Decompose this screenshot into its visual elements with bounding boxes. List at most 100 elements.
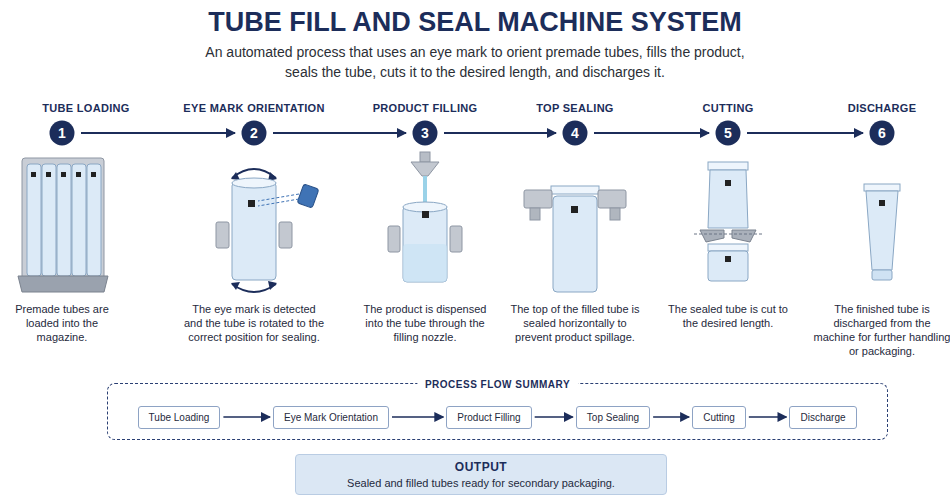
flow-arrow xyxy=(747,132,863,134)
sealing-station-part xyxy=(598,190,626,208)
sealing-station-part xyxy=(551,186,599,194)
step-description: The eye mark is detected and the tube is… xyxy=(183,302,325,344)
circle-fill xyxy=(413,121,438,146)
step-heading: CUTTING xyxy=(648,101,808,115)
filling-station-part xyxy=(403,244,447,282)
sealing-station-part xyxy=(571,206,578,213)
step-description: The top of the filled tube is sealed hor… xyxy=(510,302,640,344)
step-description: The finished tube is discharged from the… xyxy=(812,302,950,358)
step-number: 4 xyxy=(571,125,579,141)
step-description: The product is dispensed into the tube t… xyxy=(363,302,487,344)
sealing-station-part xyxy=(553,196,597,292)
flow-arrow xyxy=(749,416,787,418)
orientation-station-part xyxy=(231,282,240,290)
finished-tube-part xyxy=(866,191,898,270)
filling-station xyxy=(388,152,462,282)
step-description: Premade tubes are loaded into the magazi… xyxy=(6,302,118,344)
tube-magazine-part xyxy=(72,164,86,276)
orientation-station-part xyxy=(231,172,240,180)
output-text: Sealed and filled tubes ready for second… xyxy=(306,477,656,489)
tube-magazine-part xyxy=(87,164,101,276)
step-number: 2 xyxy=(250,125,258,141)
sealing-station xyxy=(524,186,626,292)
orientation-station xyxy=(216,169,319,292)
summary-step-box: Top Sealing xyxy=(576,406,650,429)
step-heading: TUBE LOADING xyxy=(6,101,166,115)
filling-station-part xyxy=(422,211,429,218)
cutting-station-part xyxy=(725,180,731,186)
circle-fill xyxy=(50,121,75,146)
step-name: Tube Loading xyxy=(149,412,210,423)
flow-arrow xyxy=(653,416,689,418)
cutting-station-part xyxy=(732,230,756,242)
filling-station-part xyxy=(411,162,439,176)
filling-station-part xyxy=(403,206,447,282)
sealing-station-part xyxy=(524,190,552,208)
cutting-station-part xyxy=(708,162,748,170)
finished-tube xyxy=(864,184,900,280)
summary-step-box: Tube Loading xyxy=(138,406,221,429)
step-number-circle: 2 xyxy=(241,120,267,146)
sealing-station-part xyxy=(530,208,540,220)
cutting-station-part xyxy=(694,234,762,235)
step-name: Cutting xyxy=(703,412,735,423)
output-box: OUTPUT Sealed and filled tubes ready for … xyxy=(295,454,667,495)
diagram-title: TUBE FILL AND SEAL MACHINE SYSTEM xyxy=(25,6,925,38)
flow-arrow xyxy=(535,416,573,418)
tube-magazine-part xyxy=(42,164,56,276)
step-number: 1 xyxy=(58,125,66,141)
step-name: Top Sealing xyxy=(587,412,639,423)
summary-step-box: Eye Mark Orientation xyxy=(273,406,389,429)
step-heading: DISCHARGE xyxy=(802,101,950,115)
flow-arrow xyxy=(81,132,235,134)
flow-arrow xyxy=(392,416,443,418)
orientation-station-part xyxy=(258,199,299,206)
filling-station-part xyxy=(420,152,430,162)
cutting-station-part xyxy=(725,256,731,262)
step-name: Discharge xyxy=(800,412,845,423)
orientation-station-part xyxy=(279,222,292,248)
cutting-station-part xyxy=(708,244,748,251)
tube-magazine-part xyxy=(27,164,41,276)
step-number-circle: 4 xyxy=(562,120,588,146)
tube-magazine-part xyxy=(22,158,104,282)
cutting-station-part xyxy=(700,230,724,242)
finished-tube-part xyxy=(864,184,900,191)
output-heading: OUTPUT xyxy=(306,460,656,474)
circle-fill xyxy=(870,121,895,146)
orientation-station-part xyxy=(216,222,229,248)
circle-fill xyxy=(716,121,741,146)
step-heading: PRODUCT FILLING xyxy=(345,101,505,115)
finished-tube-part xyxy=(872,270,892,280)
step-description: The sealed tube is cut to the desired le… xyxy=(668,302,788,330)
filling-station-part xyxy=(403,202,447,212)
step-heading: TOP SEALING xyxy=(495,101,655,115)
step-name: Product Filling xyxy=(457,412,520,423)
tube-magazine-part xyxy=(18,276,108,292)
flow-arrow xyxy=(273,132,406,134)
cutting-station-part xyxy=(708,251,748,281)
tube-magazine-part xyxy=(57,164,71,276)
flow-arrow xyxy=(223,416,270,418)
tube-magazine-part xyxy=(91,172,96,177)
step-number-circle: 1 xyxy=(49,120,75,146)
orientation-station-part xyxy=(232,178,276,188)
tube-magazine-part xyxy=(76,172,81,177)
circle-fill xyxy=(242,121,267,146)
filling-station-part xyxy=(450,226,462,252)
circle-fill xyxy=(563,121,588,146)
cutting-station xyxy=(694,162,762,281)
summary-step-box: Cutting xyxy=(692,406,746,429)
summary-step-box: Discharge xyxy=(789,406,856,429)
step-number-circle: 6 xyxy=(869,120,895,146)
orientation-station-part xyxy=(232,182,276,280)
flow-arrow xyxy=(594,132,709,134)
tube-magazine xyxy=(18,158,108,292)
summary-step-box: Product Filling xyxy=(446,406,531,429)
tube-magazine-part xyxy=(46,172,51,177)
step-number: 6 xyxy=(878,125,886,141)
tube-magazine-part xyxy=(61,172,66,177)
step-number: 3 xyxy=(421,125,429,141)
